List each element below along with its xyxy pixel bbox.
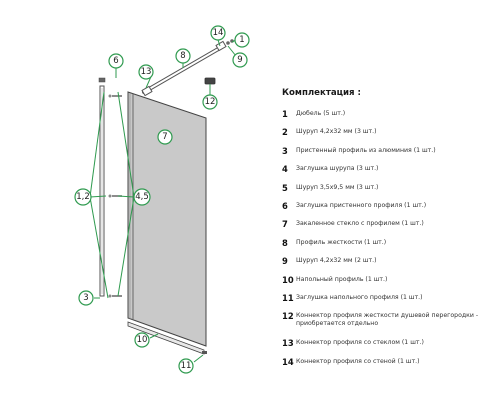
legend-text: Коннектор профиля со стеной (1 шт.) — [296, 357, 420, 365]
svg-text:4,5: 4,5 — [135, 192, 149, 202]
legend-number: 10 — [282, 274, 294, 285]
svg-text:7: 7 — [162, 132, 167, 142]
svg-text:9: 9 — [237, 55, 242, 65]
svg-text:3: 3 — [83, 293, 88, 303]
legend-item: 7 Закаленное стекло с профилем (1 шт.) — [282, 220, 496, 238]
svg-text:10: 10 — [137, 335, 148, 345]
legend-text: Шуруп 4,2x32 мм (3 шт.) — [296, 128, 377, 136]
legend-item: 9 Шуруп 4,2x32 мм (2 шт.) — [282, 257, 496, 275]
glass-panel — [127, 91, 207, 347]
legend-item: 2 Шуруп 4,2x32 мм (3 шт.) — [282, 128, 496, 146]
callout-6: 6 — [108, 53, 124, 69]
legend-number: 5 — [282, 182, 288, 193]
legend-item: 3 Пристенный профиль из алюминия (1 шт.) — [282, 145, 496, 165]
stiffener-connector — [204, 77, 216, 85]
legend-number: 1 — [282, 109, 288, 119]
legend-number: 3 — [282, 145, 288, 156]
leader-lines — [89, 39, 237, 363]
legend-number: 12 — [282, 311, 294, 322]
parts-legend: Комплектация : 1 Дюбель (5 шт.) 2 Шуруп … — [282, 88, 496, 376]
legend-text: Коннектор профиля со стеклом (1 шт.) — [296, 339, 424, 347]
legend-text: Шуруп 4,2x32 мм (2 шт.) — [296, 257, 377, 265]
legend-text: Пристенный профиль из алюминия (1 шт.) — [296, 146, 436, 154]
legend-number: 7 — [282, 219, 288, 230]
glass-connector — [141, 85, 153, 97]
legend-number: 8 — [282, 237, 288, 248]
legend-item: 13 Коннектор профиля со стеклом (1 шт.) — [282, 339, 496, 357]
callout-14: 14 — [210, 25, 226, 41]
assembly-diagram: 1 9 14 8 13 6 12 7 1,2 4,5 3 10 — [74, 25, 250, 374]
callout-4-5: 4,5 — [133, 188, 151, 206]
callout-12: 12 — [202, 94, 218, 110]
legend-text: Профиль жесткости (1 шт.) — [296, 238, 387, 246]
legend-item: 11 Заглушка напольного профиля (1 шт.) — [282, 292, 496, 312]
stiffener-bar — [142, 46, 222, 94]
legend-text: Заглушка пристенного профиля (1 шт.) — [296, 201, 427, 209]
legend-item: 5 Шуруп 3,5x9,5 мм (3 шт.) — [282, 182, 496, 202]
legend-number: 14 — [282, 356, 294, 367]
legend-number: 6 — [282, 200, 288, 211]
legend-item: 10 Напольный профиль (1 шт.) — [282, 274, 496, 294]
callout-10: 10 — [134, 332, 150, 348]
legend-item: 1 Дюбель (5 шт.) — [282, 110, 496, 128]
legend-text: Дюбель (5 шт.) — [296, 110, 346, 117]
callout-3: 3 — [78, 290, 94, 306]
callout-7: 7 — [157, 129, 173, 145]
legend-number: 9 — [282, 256, 288, 267]
wall-profile-cap — [98, 77, 106, 83]
legend-item: 6 Заглушка пристенного профиля (1 шт.) — [282, 200, 496, 220]
dowels-and-screws — [108, 94, 122, 298]
legend-item: 4 Заглушка шурупа (3 шт.) — [282, 165, 496, 183]
svg-text:12: 12 — [205, 97, 216, 107]
svg-text:13: 13 — [141, 67, 152, 77]
legend-number: 11 — [282, 292, 294, 303]
svg-text:1,2: 1,2 — [76, 192, 90, 202]
legend-number: 2 — [282, 127, 288, 138]
callout-8: 8 — [175, 48, 191, 64]
svg-text:6: 6 — [113, 56, 118, 66]
callout-13: 13 — [138, 64, 154, 80]
svg-text:11: 11 — [181, 361, 192, 371]
svg-text:1: 1 — [239, 35, 244, 45]
callout-9: 9 — [232, 52, 248, 68]
legend-number: 4 — [282, 164, 288, 175]
legend-text: Заглушка напольного профиля (1 шт.) — [296, 293, 423, 301]
svg-text:8: 8 — [180, 51, 185, 61]
legend-text: Шуруп 3,5x9,5 мм (3 шт.) — [296, 183, 379, 191]
legend-text: Заглушка шурупа (3 шт.) — [296, 165, 379, 173]
legend-title: Комплектация : — [282, 88, 361, 98]
floor-profile-cap — [202, 351, 207, 354]
callout-11: 11 — [178, 358, 194, 374]
legend-number: 13 — [282, 338, 294, 349]
wall-profile — [99, 85, 105, 297]
legend-text: Коннектор профиля жесткости душевой пере… — [296, 312, 479, 328]
callout-1-2: 1,2 — [74, 188, 92, 206]
legend-item: 14 Коннектор профиля со стеной (1 шт.) — [282, 356, 496, 376]
callout-1: 1 — [234, 32, 250, 48]
legend-item: 12 Коннектор профиля жесткости душевой п… — [282, 312, 496, 339]
legend-text: Закаленное стекло с профилем (1 шт.) — [296, 220, 424, 228]
legend-item: 8 Профиль жесткости (1 шт.) — [282, 237, 496, 257]
legend-text: Напольный профиль (1 шт.) — [296, 275, 388, 283]
svg-text:14: 14 — [213, 28, 224, 38]
